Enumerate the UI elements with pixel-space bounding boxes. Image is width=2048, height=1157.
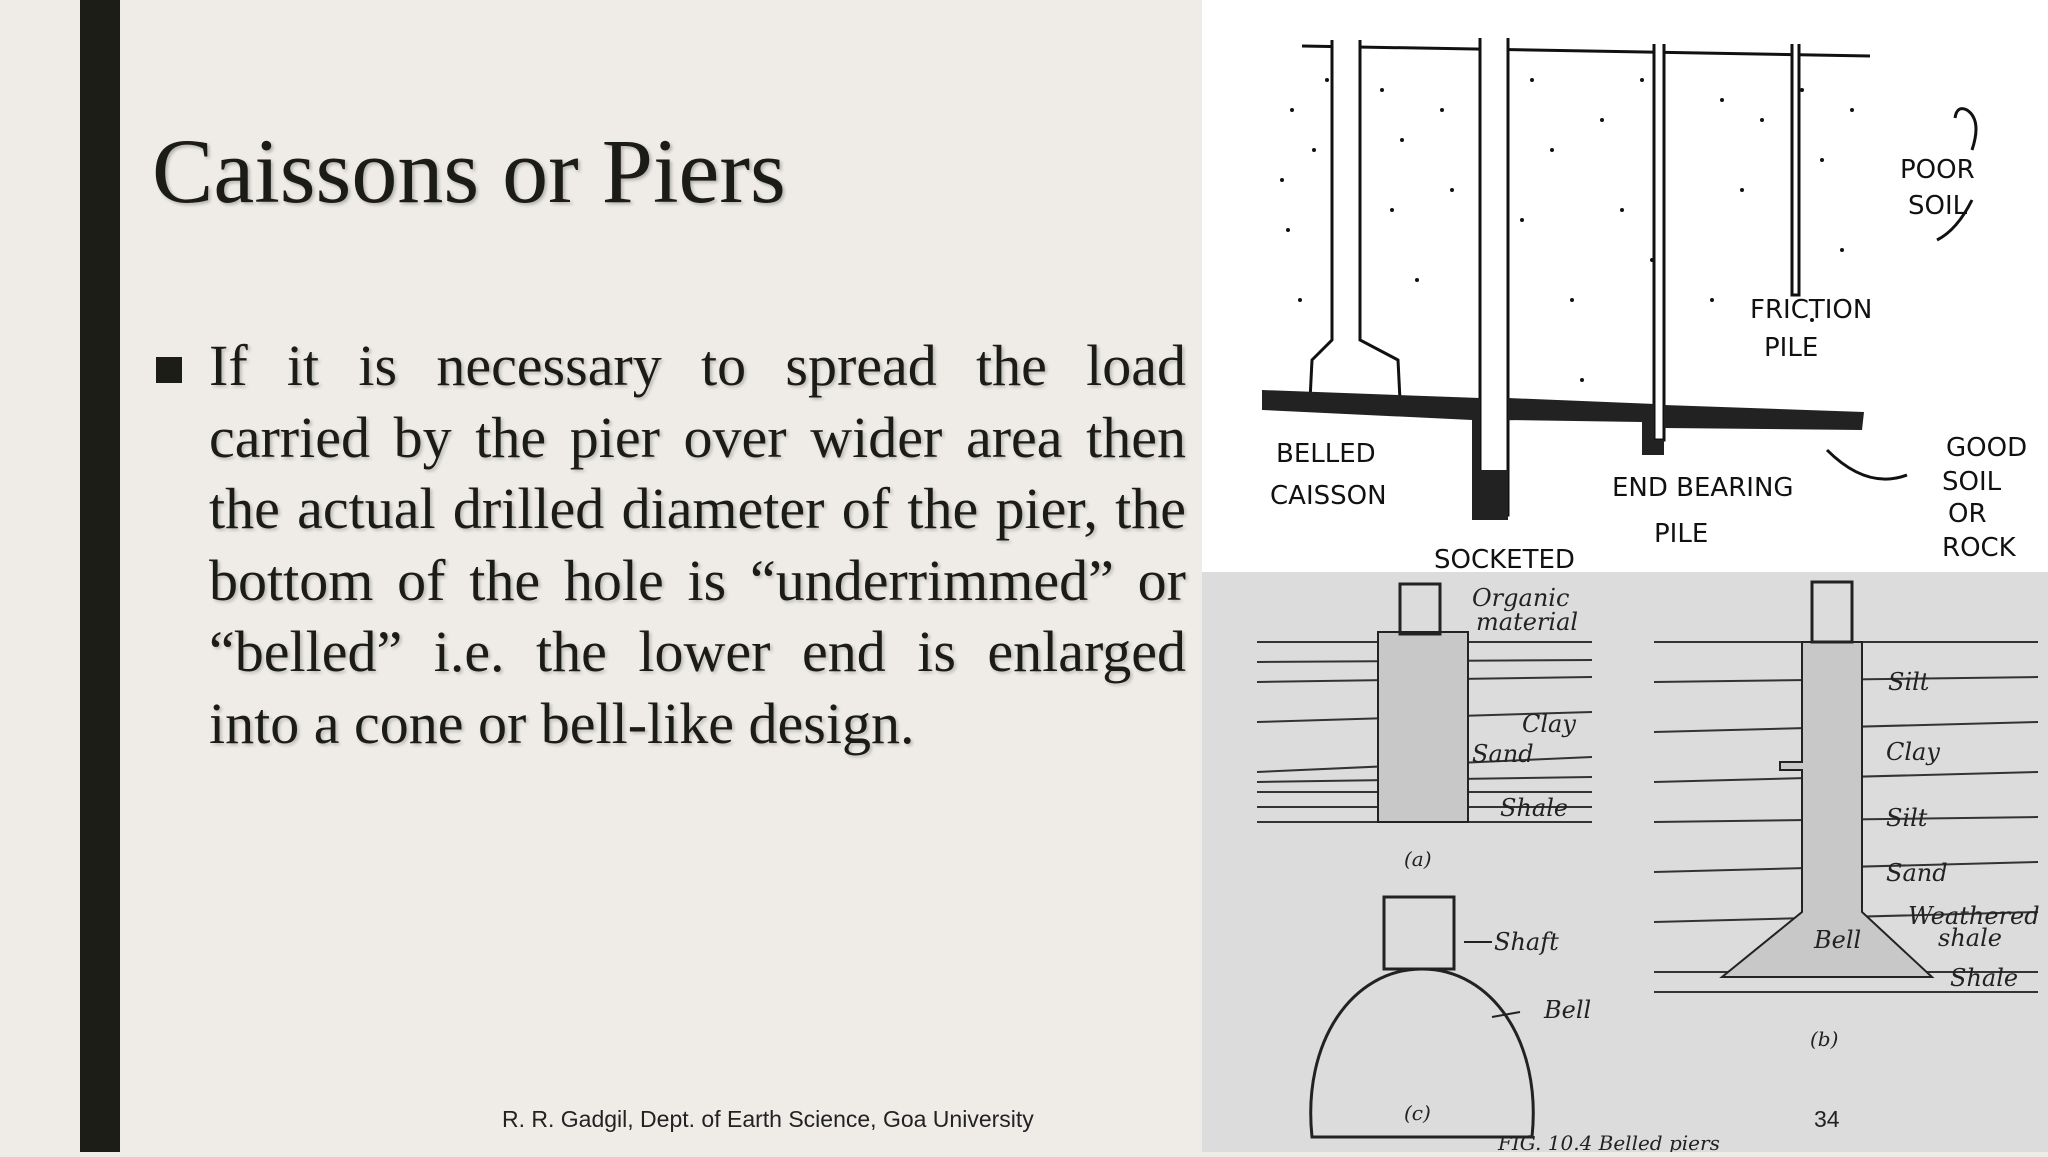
label-rock: ROCK (1942, 533, 2017, 563)
label-friction: FRICTION (1750, 295, 1872, 325)
label-or: OR (1948, 499, 1987, 529)
label-organic: Organic (1472, 584, 1569, 612)
label-caisson: CAISSON (1270, 481, 1387, 511)
page-number: 34 (1814, 1106, 1840, 1132)
label-weathered-shale: shale (1938, 924, 2002, 952)
figure-cut-caption: FIG. 10.4 Belled piers (1497, 1131, 1720, 1152)
label-pile-friction: PILE (1764, 333, 1818, 363)
label-shale-a: Shale (1500, 794, 1568, 822)
label-bell-c: Bell (1543, 996, 1591, 1024)
label-end-bearing: END BEARING (1612, 473, 1794, 503)
belled-piers-figure: Organic material Clay Sand Shale (a) Sha… (1202, 572, 2048, 1155)
label-material: material (1476, 608, 1578, 636)
label-soil: SOIL (1908, 191, 1968, 221)
label-sand-a: Sand (1472, 740, 1534, 768)
label-shale-b: Shale (1950, 964, 2018, 992)
label-good: GOOD (1946, 433, 2027, 463)
label-silt-2: Silt (1886, 804, 1928, 832)
label-bell-b: Bell (1813, 926, 1861, 954)
bullet-text: If it is necessary to spread the load ca… (209, 333, 1186, 756)
label-shaft: Shaft (1494, 928, 1559, 956)
caption-a: (a) (1404, 847, 1432, 871)
label-socketed: SOCKETED (1434, 545, 1575, 572)
label-weathered: Weathered (1908, 902, 2040, 930)
label-soil-good: SOIL (1942, 467, 2002, 497)
caption-b: (b) (1810, 1027, 1838, 1051)
label-pile-end: PILE (1654, 519, 1708, 549)
slide-title: Caissons or Piers (152, 120, 786, 222)
slide-accent-bar (80, 0, 120, 1152)
bullet-item: If it is necessary to spread the load ca… (152, 330, 1186, 759)
pile-types-sketch: POOR SOIL FRICTION PILE BELLED CAISSON E… (1202, 0, 2048, 575)
caption-c: (c) (1404, 1101, 1431, 1125)
label-clay-a: Clay (1522, 710, 1576, 738)
label-sand-b: Sand (1886, 859, 1948, 887)
bullet-square-icon (156, 357, 182, 383)
label-clay-b: Clay (1886, 738, 1940, 766)
label-poor: POOR (1900, 155, 1975, 185)
label-silt-1: Silt (1888, 668, 1930, 696)
slide-footer: R. R. Gadgil, Dept. of Earth Science, Go… (502, 1106, 1034, 1132)
label-belled: BELLED (1276, 439, 1376, 469)
